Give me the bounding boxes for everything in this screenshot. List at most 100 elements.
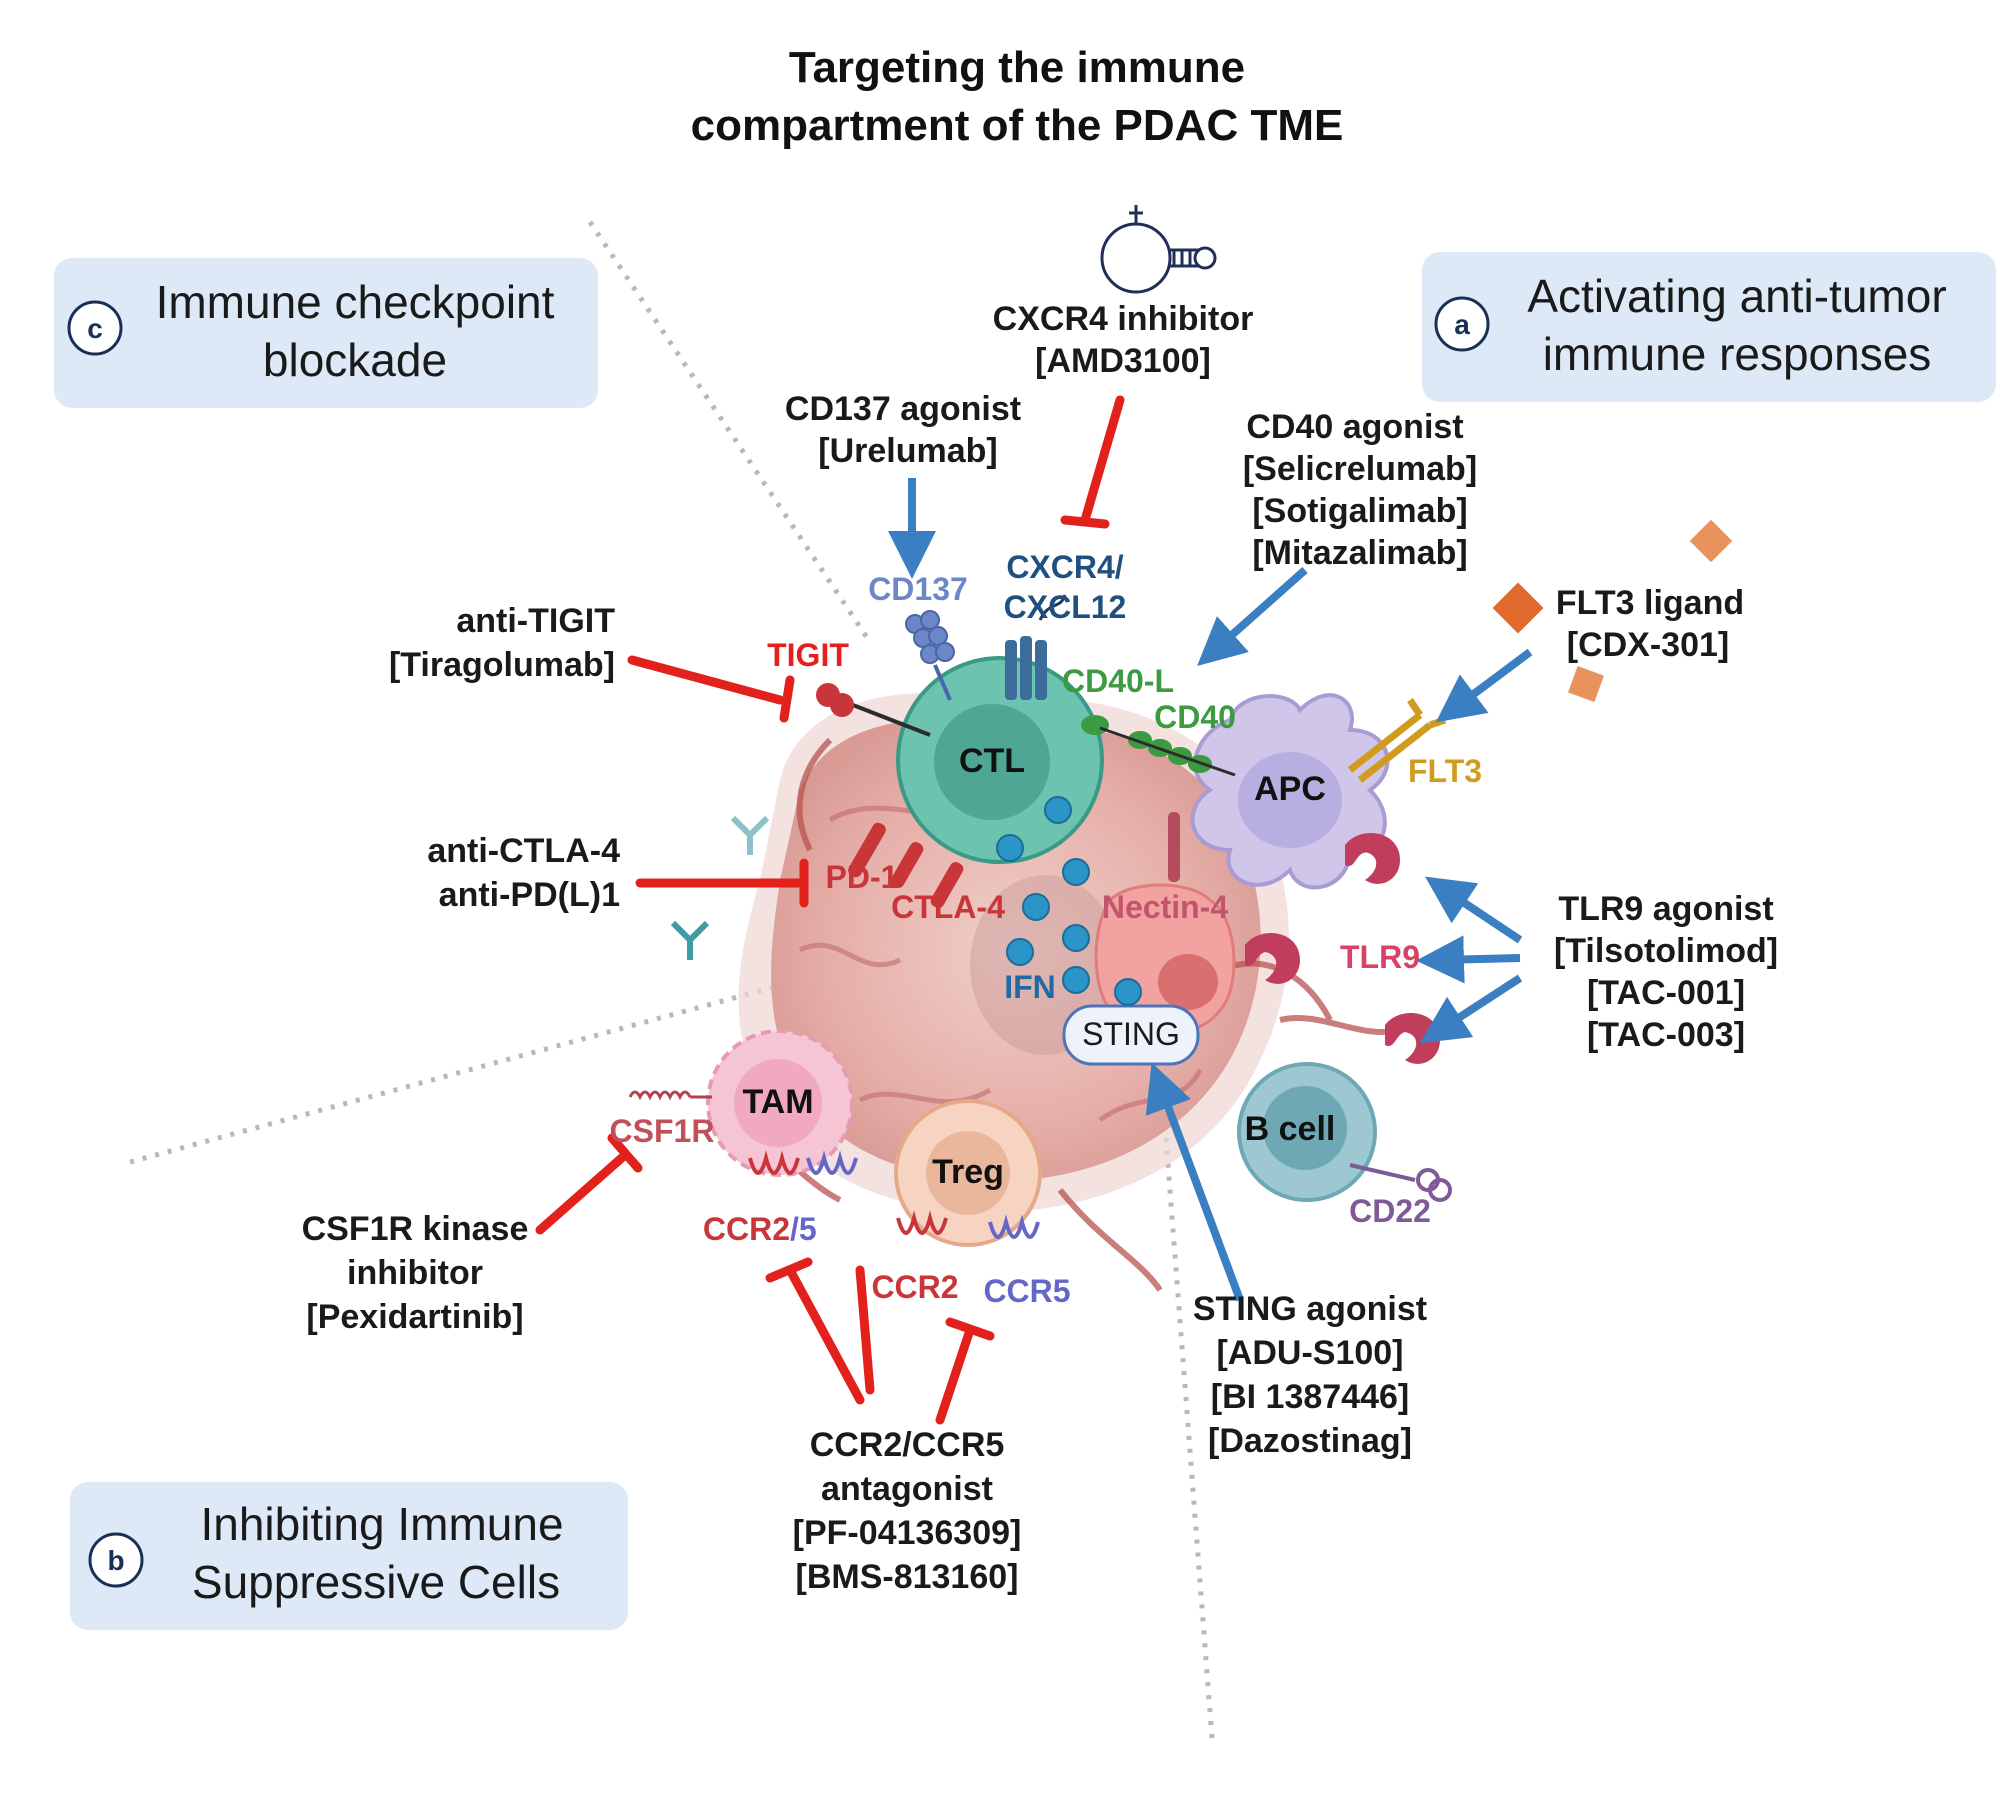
ccr2-label: CCR2 xyxy=(871,1269,958,1305)
panel-b-letter: b xyxy=(107,1545,124,1576)
tlr9-label: TLR9 xyxy=(1340,939,1420,975)
cd40-label: CD40 xyxy=(1154,699,1236,735)
tam-label: TAM xyxy=(742,1083,813,1121)
cxcr4-label-1: CXCR4/ xyxy=(1006,549,1123,585)
panel-b-inhibiting: b Inhibiting Immune Suppressive Cells xyxy=(70,1482,628,1630)
b-cell: B cell xyxy=(1237,1062,1377,1202)
ctl-label: CTL xyxy=(959,742,1025,780)
panel-c-line-1: Immune checkpoint xyxy=(156,276,555,328)
cd40l-label: CD40-L xyxy=(1062,663,1174,699)
csf1r-drug-line-1: CSF1R kinase xyxy=(302,1210,529,1248)
ifn-label: IFN xyxy=(1004,969,1056,1005)
nectin4-label: Nectin-4 xyxy=(1102,889,1228,925)
ccr-drug-line-2: antagonist xyxy=(821,1470,993,1508)
cd137-label: CD137 xyxy=(868,571,968,607)
tigit-receptor xyxy=(816,683,931,737)
ccr25-label-a: CCR2 xyxy=(703,1211,790,1247)
title-line-2: compartment of the PDAC TME xyxy=(691,101,1344,150)
flt3-label: FLT3 xyxy=(1408,753,1482,789)
panel-c-badge xyxy=(67,300,123,356)
tigit-label: TIGIT xyxy=(767,637,849,673)
panel-c-letter: c xyxy=(87,313,103,344)
ctla4-label: CTLA-4 xyxy=(891,889,1005,925)
flt3-ligand-diamond xyxy=(1492,582,1544,634)
flt3-ligand-diamond xyxy=(1568,666,1604,702)
ifn-droplets xyxy=(996,796,1142,1006)
panel-c-immune-checkpoint: c Immune checkpoint blockade xyxy=(54,258,598,408)
tlr9-drug-line-3: [TAC-001] xyxy=(1587,974,1745,1012)
cxcr4-label-2: CXCL12 xyxy=(1004,589,1127,625)
sting-drug-line-1: STING agonist xyxy=(1193,1290,1427,1328)
cd137-drug-line-2: [Urelumab] xyxy=(818,432,997,470)
receptor-labels: CD137 CXCR4/ CXCL12 TIGIT CD40-L CD40 FL… xyxy=(610,549,1482,1309)
inhibition-lines xyxy=(535,395,1125,1425)
nectin4-receptor xyxy=(1168,812,1180,882)
ccr25-label-b: /5 xyxy=(790,1211,817,1247)
csf1r-drug-line-3: [Pexidartinib] xyxy=(306,1298,523,1336)
panel-a-line-2: immune responses xyxy=(1543,328,1932,380)
sting-arrow xyxy=(1145,1062,1244,1302)
ccr-inhibition-c xyxy=(935,1317,995,1425)
pd1-label: PD-1 xyxy=(826,859,899,895)
cd137-receptor xyxy=(905,610,955,701)
cxcr4-receptor xyxy=(1005,594,1067,700)
cxcr4-drug-line-2: [AMD3100] xyxy=(1035,342,1211,380)
tigit-drug-line-2: [Tiragolumab] xyxy=(389,646,615,684)
panel-b-line-1: Inhibiting Immune xyxy=(200,1498,563,1550)
csf1r-label: CSF1R xyxy=(610,1113,715,1149)
decorations xyxy=(670,205,1733,960)
aptamer-icon xyxy=(1100,205,1217,294)
ccr-drug-line-1: CCR2/CCR5 xyxy=(810,1426,1005,1464)
flt3-drug-line-2: [CDX-301] xyxy=(1567,626,1729,664)
ctla4-drug-line-2: anti-PD(L)1 xyxy=(439,876,620,914)
sting-drug-line-4: [Dazostinag] xyxy=(1208,1422,1412,1460)
ccr5-receptors xyxy=(806,1150,1040,1239)
ctla4-drug-line-1: anti-CTLA-4 xyxy=(427,832,620,870)
drug-labels: CXCR4 inhibitor [AMD3100] CD137 agonist … xyxy=(302,300,1778,1596)
apc-label: APC xyxy=(1254,770,1326,808)
cxcr4-drug-line-1: CXCR4 inhibitor xyxy=(993,300,1254,338)
flt3-drug-line-1: FLT3 ligand xyxy=(1556,584,1744,622)
flt3-arrow xyxy=(1435,648,1533,723)
panel-a-letter: a xyxy=(1454,309,1470,340)
tlr9-drug-line-1: TLR9 agonist xyxy=(1558,890,1773,928)
section-separators xyxy=(129,220,1215,1739)
apc-cell: APC xyxy=(1190,693,1390,890)
cd40-arrow xyxy=(1197,567,1308,666)
ccr-drug-line-3: [PF-04136309] xyxy=(793,1514,1022,1552)
tigit-drug-line-1: anti-TIGIT xyxy=(456,602,615,640)
csf1r-inhibition xyxy=(535,1133,643,1235)
cd137-drug-line-1: CD137 agonist xyxy=(785,390,1021,428)
ccr-drug-line-4: [BMS-813160] xyxy=(796,1558,1019,1596)
b-cell-label: B cell xyxy=(1245,1110,1336,1148)
ccr2-receptors xyxy=(748,1150,948,1235)
sting-bubble: STING xyxy=(1062,1004,1200,1066)
panel-a-badge xyxy=(1434,296,1490,352)
panel-a-activating: a Activating anti-tumor immune responses xyxy=(1422,252,1996,402)
cd22-receptor xyxy=(1349,1163,1452,1202)
tlr9-arrow-2 xyxy=(1416,935,1521,984)
cd40-drug-line-3: [Sotigalimab] xyxy=(1252,492,1467,530)
flt3-ligand-diamond xyxy=(1689,519,1733,563)
cd40-receptor xyxy=(1081,715,1236,777)
treg-cell: Treg xyxy=(894,1099,1042,1247)
flt3-receptor xyxy=(1347,698,1447,783)
sting-drug-line-3: [BI 1387446] xyxy=(1211,1378,1409,1416)
tlr9-drug-line-4: [TAC-003] xyxy=(1587,1016,1745,1054)
ccr-inhibition-b xyxy=(855,1265,875,1395)
sting-drug-line-2: [ADU-S100] xyxy=(1216,1334,1403,1372)
tlr9-arrow-1 xyxy=(1425,876,1523,944)
pd1-ctla4-receptors xyxy=(848,822,964,908)
ctla4-inhibition xyxy=(635,858,809,908)
tlr9-drug-line-2: [Tilsotolimod] xyxy=(1554,932,1778,970)
treg-label: Treg xyxy=(932,1153,1004,1191)
panel-a-line-1: Activating anti-tumor xyxy=(1527,270,1946,322)
tam-cell: TAM xyxy=(706,1029,854,1177)
panel-c-line-2: blockade xyxy=(263,334,447,386)
panel-b-badge xyxy=(88,1532,144,1588)
cd22-label: CD22 xyxy=(1349,1193,1431,1229)
title-line-1: Targeting the immune xyxy=(789,43,1245,92)
cxcr4-inhibition xyxy=(1060,395,1125,529)
antibody-icon xyxy=(670,920,710,960)
